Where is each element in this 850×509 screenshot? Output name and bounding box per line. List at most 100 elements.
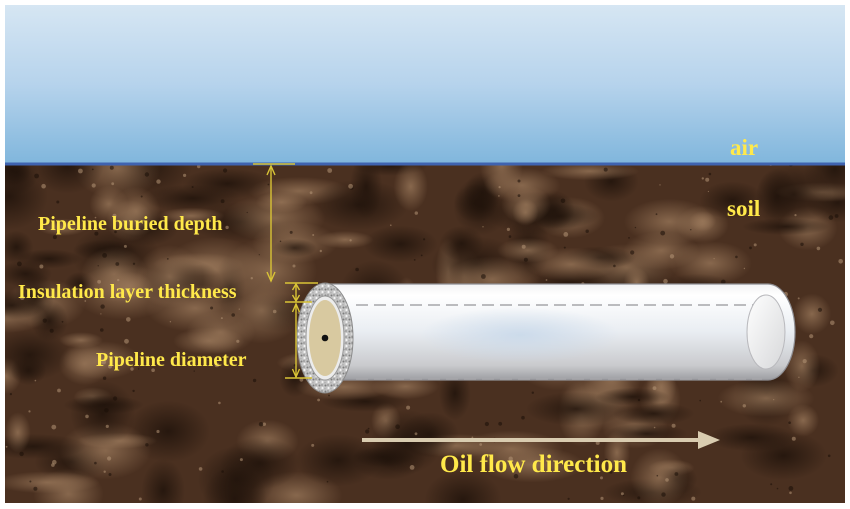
- soil-texture-speck: [708, 172, 712, 176]
- soil-texture-speck: [231, 313, 235, 317]
- soil-texture-speck: [498, 421, 503, 426]
- soil-texture-speck: [517, 179, 521, 183]
- soil-texture-speck: [600, 476, 603, 480]
- soil-texture-blotch: [512, 198, 539, 226]
- soil-texture-speck: [156, 429, 160, 434]
- soil-texture-speck: [691, 496, 696, 501]
- soil-texture-speck: [603, 167, 608, 172]
- soil-texture-speck: [61, 320, 64, 323]
- soil-texture-speck: [101, 359, 106, 365]
- pipeline: [296, 282, 796, 394]
- soil-texture-speck: [604, 458, 608, 462]
- soil-texture-speck: [742, 404, 746, 408]
- soil-texture-speck: [513, 473, 519, 479]
- soil-texture-speck: [113, 396, 118, 401]
- soil-texture-blotch: [33, 468, 104, 503]
- soil-texture-speck: [653, 426, 656, 429]
- soil-texture-speck: [238, 308, 240, 310]
- soil-texture-speck: [482, 226, 484, 228]
- soil-texture-speck: [406, 405, 411, 410]
- soil-texture-speck: [620, 492, 624, 496]
- soil-texture-speck: [42, 318, 47, 323]
- soil-texture-speck: [126, 317, 131, 322]
- soil-texture-speck: [827, 454, 831, 458]
- soil-texture-speck: [326, 480, 329, 483]
- soil-texture-speck: [198, 467, 203, 471]
- soil-texture-speck: [138, 368, 140, 370]
- soil-texture-speck: [523, 257, 528, 262]
- soil-texture-speck: [107, 364, 113, 369]
- soil-texture-speck: [94, 461, 97, 465]
- soil-texture-speck: [420, 254, 423, 257]
- soil-texture-speck: [166, 258, 169, 260]
- soil-texture-speck: [409, 465, 415, 470]
- soil-texture-speck: [816, 246, 821, 251]
- soil-texture-speck: [828, 215, 834, 220]
- soil-texture-speck: [183, 173, 187, 177]
- soil-texture-speck: [225, 225, 229, 230]
- soil-texture-speck: [124, 338, 129, 344]
- pipe-far-end: [746, 294, 786, 370]
- soil-texture-speck: [560, 198, 566, 204]
- soil-texture-speck: [830, 320, 835, 326]
- soil-texture-blotch: [70, 380, 136, 447]
- soil-texture-speck: [705, 177, 710, 182]
- soil-texture-speck: [34, 173, 39, 179]
- buried-depth-label: Pipeline buried depth: [38, 213, 222, 235]
- soil-texture-speck: [545, 279, 548, 281]
- soil-texture-speck: [788, 421, 791, 425]
- soil-texture-speck: [19, 295, 25, 300]
- soil-texture-speck: [144, 172, 150, 177]
- soil-texture-speck: [498, 195, 500, 197]
- soil-texture-speck: [521, 244, 526, 249]
- soil-texture-speck: [100, 328, 104, 332]
- soil-texture-speck: [91, 183, 96, 188]
- soil-texture-speck: [132, 389, 135, 393]
- soil-texture-speck: [413, 259, 416, 261]
- soil-texture-blotch: [157, 207, 225, 225]
- soil-texture-speck: [479, 443, 483, 446]
- soil-texture-speck: [743, 267, 746, 270]
- soil-texture-speck: [132, 262, 136, 265]
- soil-texture-speck: [311, 443, 315, 447]
- soil-texture-blotch: [612, 402, 695, 426]
- soil-texture-speck: [699, 399, 701, 402]
- soil-texture-speck: [262, 422, 266, 426]
- soil-texture-speck: [776, 487, 779, 490]
- soil-texture-blotch: [742, 218, 830, 236]
- soil-texture-speck: [123, 244, 127, 248]
- soil-texture-blotch: [699, 181, 765, 220]
- soil-texture-blotch: [295, 434, 381, 487]
- soil-texture-speck: [145, 443, 149, 447]
- soil-texture-speck: [115, 262, 120, 266]
- soil-texture-speck: [390, 224, 392, 226]
- soil-texture-speck: [218, 401, 221, 405]
- soil-texture-speck: [349, 239, 352, 242]
- soil-texture-speck: [656, 474, 659, 477]
- soil-texture-speck: [414, 211, 418, 215]
- soil-texture-speck: [423, 238, 426, 241]
- soil-texture-speck: [29, 480, 32, 483]
- soil-texture-speck: [671, 423, 676, 428]
- soil-texture-speck: [51, 463, 55, 467]
- soil-texture-speck: [365, 429, 370, 434]
- soil-texture-blotch: [349, 164, 383, 219]
- soil-texture-speck: [223, 168, 228, 173]
- soil-texture-blotch: [792, 293, 832, 335]
- soil-texture-speck: [102, 253, 107, 258]
- soil-texture-speck: [41, 183, 46, 189]
- soil-texture-blotch: [37, 218, 88, 236]
- soil-texture-speck: [838, 259, 843, 264]
- soil-texture-speck: [151, 368, 155, 373]
- soil-texture-blotch: [630, 448, 689, 503]
- soil-texture-speck: [794, 214, 797, 217]
- soil-texture-speck: [800, 242, 804, 246]
- soil-texture-blotch: [144, 184, 242, 213]
- soil-texture-speck: [107, 456, 112, 461]
- soil-texture-speck: [600, 496, 604, 500]
- soil-texture-speck: [669, 254, 675, 259]
- soil-texture-blotch: [31, 164, 104, 194]
- soil-texture-speck: [481, 274, 486, 279]
- soil-texture-speck: [317, 398, 320, 402]
